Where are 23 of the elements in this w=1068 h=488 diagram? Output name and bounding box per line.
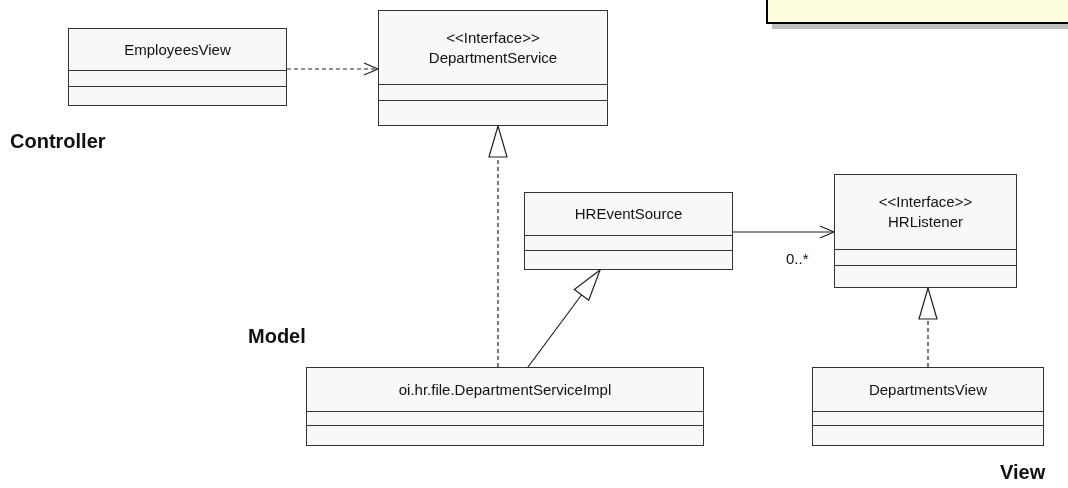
layer-label: View — [1000, 460, 1046, 485]
multiplicity-label: 0..* — [786, 249, 809, 269]
class-box — [834, 174, 1017, 288]
layer-label: Controller — [10, 129, 106, 154]
class-name: HRListener — [888, 212, 963, 232]
class-name: DepartmentService — [428, 47, 558, 68]
class-name: HREventSource — [574, 204, 683, 224]
dashed-arrow — [918, 287, 938, 368]
layer-label: Model — [248, 324, 306, 349]
class-box — [68, 28, 287, 106]
arrow — [527, 269, 601, 368]
stereotype-label: <<Interface>> — [446, 27, 540, 48]
class-name: oi.hr.file.DepartmentServiceImpl — [398, 379, 612, 400]
class-box — [524, 192, 733, 270]
stereotype-label: <<Interface>> — [878, 192, 973, 212]
dashed-arrow — [488, 125, 508, 368]
class-name: DepartmentsView — [868, 379, 988, 400]
dashed-arrow — [286, 62, 379, 76]
class-box — [378, 10, 608, 126]
class-name: EmployeesView — [124, 39, 231, 60]
class-box — [306, 367, 704, 446]
class-box — [812, 367, 1044, 446]
arrow — [732, 225, 835, 239]
